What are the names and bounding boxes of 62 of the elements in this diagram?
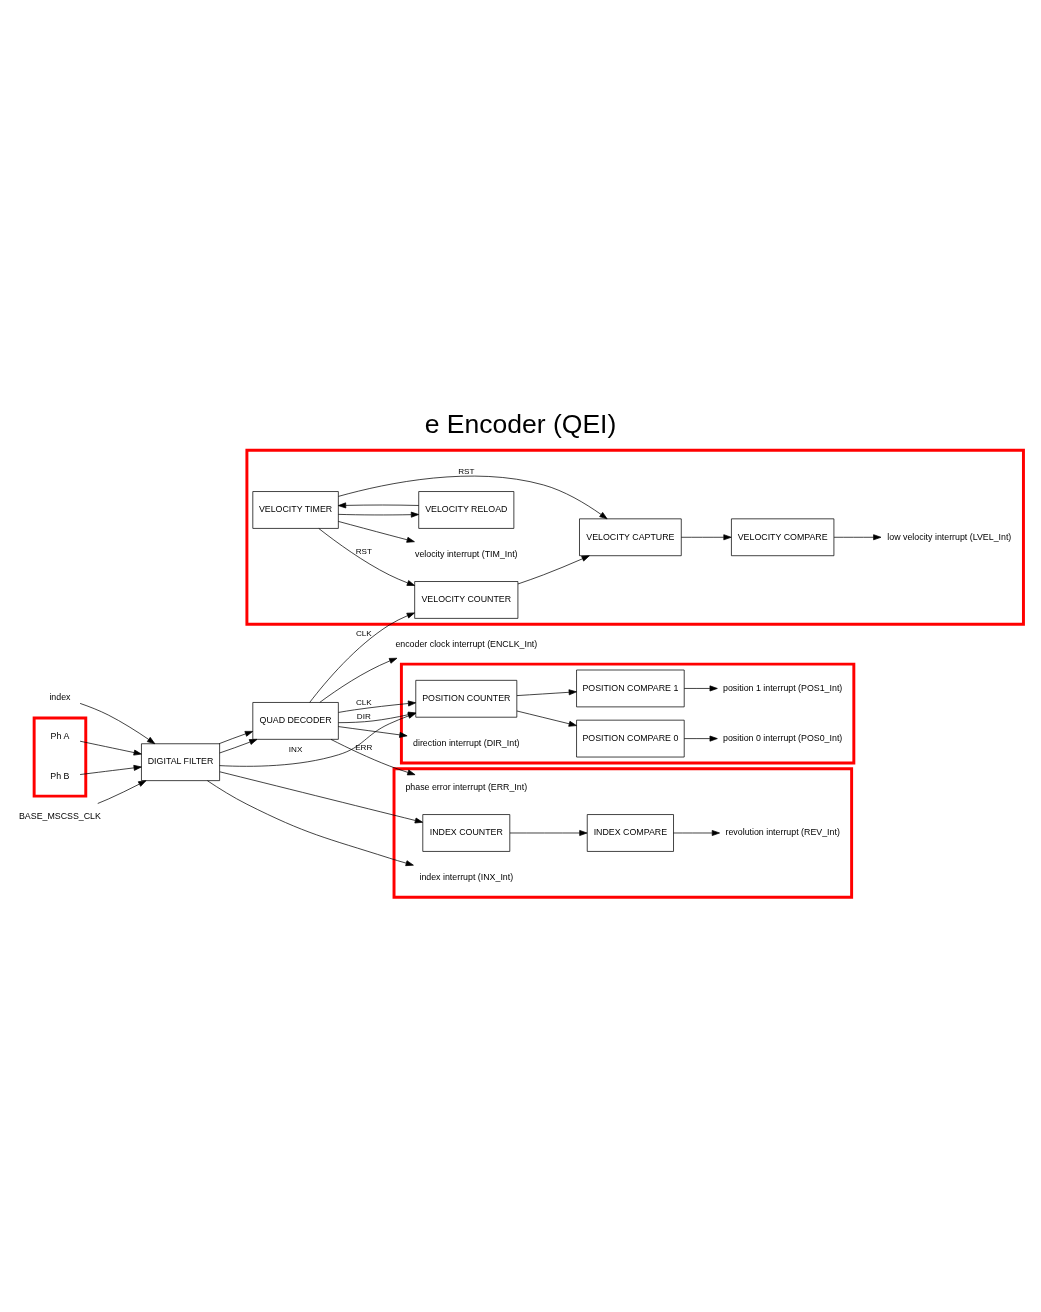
diagram-title: e Encoder (QEI) — [424, 409, 617, 440]
edge-label: RST — [458, 467, 475, 477]
arrow — [517, 555, 590, 585]
arrow — [509, 830, 588, 836]
edge-label: CLK — [355, 698, 372, 708]
arrow — [683, 685, 718, 692]
node-box: POSITION COMPARE 1 — [576, 669, 685, 708]
node-text: position 1 interrupt (POS1_Int) — [723, 682, 843, 693]
node-text: position 0 interrupt (POS0_Int) — [723, 732, 843, 743]
arrow — [330, 739, 416, 776]
arrow — [79, 703, 156, 745]
node-text: Ph A — [50, 731, 70, 742]
arrow — [79, 740, 142, 756]
node-box: INDEX COMPARE — [586, 814, 674, 852]
node-text: index — [49, 691, 71, 702]
node-box: QUAD DECODER — [252, 702, 339, 740]
arrow — [338, 726, 408, 738]
arrow — [683, 735, 718, 742]
node-box: INDEX COUNTER — [422, 814, 511, 852]
edge-label: RST — [355, 547, 372, 557]
arrow — [318, 528, 415, 586]
arrow — [338, 511, 419, 518]
node-box: POSITION COUNTER — [415, 679, 518, 718]
arrow — [309, 612, 415, 703]
edge-label: INX — [288, 745, 303, 755]
arrow — [97, 780, 147, 804]
node-text: Ph B — [50, 771, 70, 782]
edge-label: ERR — [355, 742, 373, 752]
arrow — [79, 764, 142, 775]
node-box: VELOCITY RELOAD — [418, 491, 515, 529]
arrow — [338, 502, 419, 509]
cluster — [32, 716, 88, 798]
arrow — [516, 689, 577, 696]
arrow — [338, 475, 608, 520]
node-box: VELOCITY CAPTURE — [579, 518, 682, 557]
node-text: phase error interrupt (ERR_Int) — [405, 782, 528, 793]
arrow — [319, 657, 398, 703]
arrow — [833, 534, 882, 541]
node-box: DIGITAL FILTER — [141, 743, 220, 781]
node-text: velocity interrupt (TIM_Int) — [415, 549, 518, 560]
cluster — [245, 448, 1025, 626]
edge-label: DIR — [356, 711, 371, 721]
arrow — [219, 771, 423, 824]
node-text: revolution interrupt (REV_Int) — [725, 827, 840, 838]
node-box: VELOCITY TIMER — [252, 491, 339, 529]
node-box: POSITION COMPARE 0 — [576, 719, 685, 758]
node-box: VELOCITY COMPARE — [731, 518, 835, 557]
arrow — [680, 534, 732, 541]
node-text: direction interrupt (DIR_Int) — [413, 738, 520, 749]
edge-label: CLK — [355, 628, 372, 638]
node-box: VELOCITY COUNTER — [414, 581, 519, 619]
arrow — [207, 780, 414, 867]
node-text: low velocity interrupt (LVEL_Int) — [887, 531, 1012, 542]
arrow — [218, 731, 254, 745]
arrow — [219, 739, 258, 754]
arrow — [516, 710, 577, 727]
node-text: BASE_MSCSS_CLK — [18, 811, 101, 822]
node-text: encoder clock interrupt (ENCLK_Int) — [395, 639, 538, 650]
arrow — [673, 830, 720, 836]
arrow — [338, 521, 415, 543]
node-text: index interrupt (INX_Int) — [419, 872, 514, 883]
arrow — [338, 700, 417, 713]
